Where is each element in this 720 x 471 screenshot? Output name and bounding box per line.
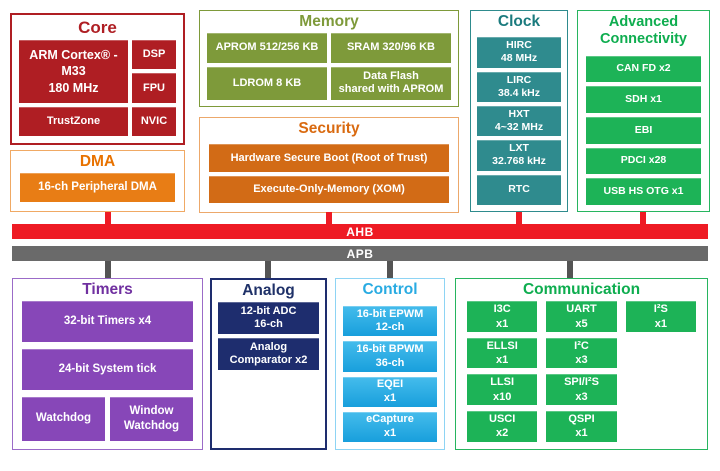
block-arm-cortex-m33: ARM Cortex® - M33 180 MHz [19, 39, 128, 103]
block-aprom: APROM 512/256 KB [207, 33, 327, 63]
block-dataflash: Data Flash shared with APROM [331, 66, 451, 100]
block-qspi: QSPI x1 [546, 411, 617, 442]
ahb-connector-dma [105, 212, 111, 224]
memory-blocks: APROM 512/256 KB SRAM 320/96 KB LDROM 8 … [207, 33, 451, 100]
block-llsi: LLSI x10 [467, 374, 538, 406]
block-peripheral-dma: 16-ch Peripheral DMA [20, 173, 175, 202]
control-title: Control [362, 281, 418, 298]
ahb-bus-bar: AHB [12, 224, 708, 239]
block-uart: UART x5 [546, 301, 617, 332]
block-window-watchdog: Window Watchdog [110, 396, 193, 441]
analog-title: Analog [242, 282, 295, 299]
block-32bit-timers: 32-bit Timers x4 [22, 301, 193, 342]
block-adc: 12-bit ADC 16-ch [218, 302, 319, 335]
clock-title: Clock [497, 13, 541, 30]
section-advanced-connectivity: Advanced Connectivity CAN FD x2 SDH x1 E… [577, 10, 710, 212]
apb-connector-communication [567, 261, 573, 278]
section-control: Control 16-bit EPWM 12-ch 16-bit BPWM 36… [335, 278, 445, 450]
block-usb-hs-otg: USB HS OTG x1 [586, 178, 701, 205]
timers-title: Timers [82, 281, 133, 298]
timers-blocks: 32-bit Timers x4 24-bit System tick Watc… [22, 301, 193, 441]
ahb-connector-advanced-connectivity [640, 212, 646, 224]
block-secure-boot: Hardware Secure Boot (Root of Trust) [209, 144, 449, 172]
ahb-connector-clock [516, 212, 522, 224]
section-clock: Clock HIRC 48 MHz LIRC 38.4 kHz HXT 4~32… [470, 10, 568, 212]
watchdog-row: Watchdog Window Watchdog [22, 396, 193, 441]
section-timers: Timers 32-bit Timers x4 24-bit System ti… [12, 278, 203, 450]
block-nvic: NVIC [132, 107, 176, 136]
block-ebi: EBI [586, 117, 701, 144]
block-systick: 24-bit System tick [22, 348, 193, 390]
apb-bus-bar: APB [12, 246, 708, 261]
block-hirc: HIRC 48 MHz [477, 37, 561, 68]
apb-connector-timers [105, 261, 111, 278]
block-spi-i2s: SPI/I²S x3 [546, 374, 617, 406]
core-blocks: ARM Cortex® - M33 180 MHz DSP FPU TrustZ… [19, 39, 176, 136]
block-lxt: LXT 32.768 kHz [477, 140, 561, 171]
block-watchdog: Watchdog [22, 396, 105, 441]
apb-connector-analog [265, 261, 271, 278]
communication-blocks: I3C x1 UART x5 I²S x1 ELLSI x1 I²C x3 LL… [467, 301, 696, 442]
advanced-connectivity-title: Advanced Connectivity [599, 14, 687, 48]
block-epwm: 16-bit EPWM 12-ch [343, 306, 437, 337]
block-analog-comparator: Analog Comparator x2 [218, 338, 319, 371]
block-sram: SRAM 320/96 KB [331, 33, 451, 63]
ahb-connector-security [326, 212, 332, 224]
block-eqei: EQEI x1 [343, 376, 437, 407]
block-hxt: HXT 4~32 MHz [477, 105, 561, 137]
block-i2s: I²S x1 [625, 301, 696, 332]
block-i2c: I²C x3 [546, 337, 617, 369]
section-security: Security Hardware Secure Boot (Root of T… [199, 117, 459, 213]
dma-title: DMA [79, 153, 116, 170]
block-sdh: SDH x1 [586, 86, 701, 114]
block-rtc: RTC [477, 174, 561, 205]
block-trustzone: TrustZone [19, 107, 128, 136]
communication-title: Communication [522, 281, 641, 298]
block-canfd: CAN FD x2 [586, 55, 701, 83]
section-analog: Analog 12-bit ADC 16-ch Analog Comparato… [210, 278, 327, 450]
block-lirc: LIRC 38.4 kHz [477, 71, 561, 102]
core-title: Core [78, 18, 117, 37]
block-ldrom: LDROM 8 KB [207, 66, 327, 100]
block-bpwm: 16-bit BPWM 36-ch [343, 341, 437, 372]
block-usci: USCI x2 [467, 411, 538, 442]
block-fpu: FPU [132, 73, 176, 103]
block-dsp: DSP [132, 39, 176, 70]
apb-connector-control [387, 261, 393, 278]
block-pdci: PDCI x28 [586, 147, 701, 175]
section-core: Core ARM Cortex® - M33 180 MHz DSP FPU T… [10, 13, 185, 145]
block-xom: Execute-Only-Memory (XOM) [209, 175, 449, 204]
section-dma: DMA 16-ch Peripheral DMA [10, 150, 185, 212]
block-i3c: I3C x1 [467, 301, 538, 332]
section-memory: Memory APROM 512/256 KB SRAM 320/96 KB L… [199, 10, 459, 107]
block-ecapture: eCapture x1 [343, 411, 437, 443]
memory-title: Memory [299, 13, 359, 30]
security-title: Security [298, 120, 360, 137]
block-ellsi: ELLSI x1 [467, 337, 538, 369]
section-communication: Communication I3C x1 UART x5 I²S x1 ELLS… [455, 278, 708, 450]
